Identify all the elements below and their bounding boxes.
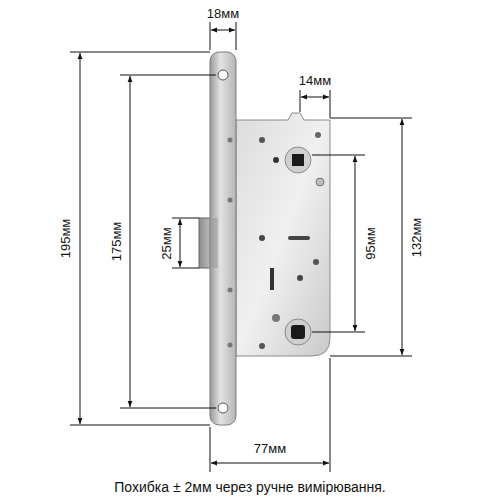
spindle-hole (292, 154, 304, 166)
dimension-label: 14мм (297, 73, 333, 88)
dimension-label: 77мм (252, 441, 288, 456)
lower-spindle-hole (291, 325, 305, 339)
dimension-label: 195мм (58, 216, 73, 260)
faceplate (210, 52, 236, 425)
lock-body (236, 113, 330, 356)
dimension-label: 175мм (109, 219, 124, 263)
spindle-boss (285, 147, 311, 173)
dimension-label: 25мм (159, 225, 174, 261)
dimension-lines (70, 22, 412, 472)
dimension-label: 132мм (409, 215, 424, 259)
dimension-label: 95мм (363, 225, 378, 261)
dimension-label: 18мм (205, 6, 241, 21)
caption-text: Похибка ± 2мм через ручне вимірювання. (114, 479, 385, 495)
